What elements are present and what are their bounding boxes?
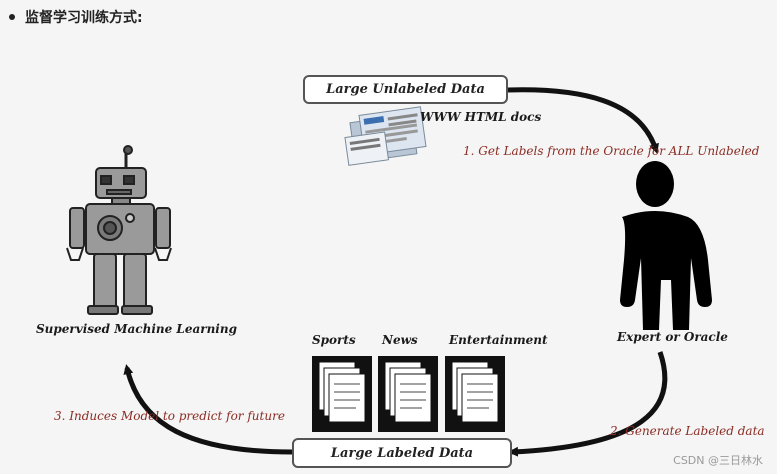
robot-icon bbox=[66, 145, 172, 315]
labeled-data-label: Large Labeled Data bbox=[330, 445, 474, 461]
header-text: 监督学习训练方式: bbox=[25, 10, 143, 26]
doc-stack-sports bbox=[312, 356, 372, 432]
watermark: CSDN @三日林水 bbox=[673, 454, 763, 467]
oracle-person-icon bbox=[620, 161, 712, 330]
step2-label: 2. Generate Labeled data bbox=[610, 424, 765, 438]
bullet-icon bbox=[9, 14, 15, 20]
oracle-label: Expert or Oracle bbox=[617, 330, 728, 344]
unlabeled-data-label: Large Unlabeled Data bbox=[326, 82, 485, 97]
doc-stack-news bbox=[378, 356, 438, 432]
arrow-labeled-to-model bbox=[123, 364, 293, 455]
section-header: 监督学习训练方式: bbox=[6, 7, 143, 27]
labeled-data-box: Large Labeled Data bbox=[292, 438, 512, 468]
www-docs-image bbox=[344, 106, 427, 166]
category-sports: Sports bbox=[312, 333, 356, 347]
www-docs-label: WWW HTML docs bbox=[420, 110, 542, 124]
category-news: News bbox=[382, 333, 418, 347]
step3-label: 3. Induces Model to predict for future bbox=[54, 409, 285, 423]
doc-stack-entertainment bbox=[445, 356, 505, 432]
category-entertainment: Entertainment bbox=[449, 333, 548, 347]
unlabeled-data-box: Large Unlabeled Data bbox=[303, 75, 508, 104]
arrow-oracle-to-labeled bbox=[508, 351, 668, 457]
arrow-unlabeled-to-oracle bbox=[507, 87, 659, 154]
machine-learning-label: Supervised Machine Learning bbox=[36, 322, 237, 336]
step1-label: 1. Get Labels from the Oracle for ALL Un… bbox=[463, 144, 760, 158]
